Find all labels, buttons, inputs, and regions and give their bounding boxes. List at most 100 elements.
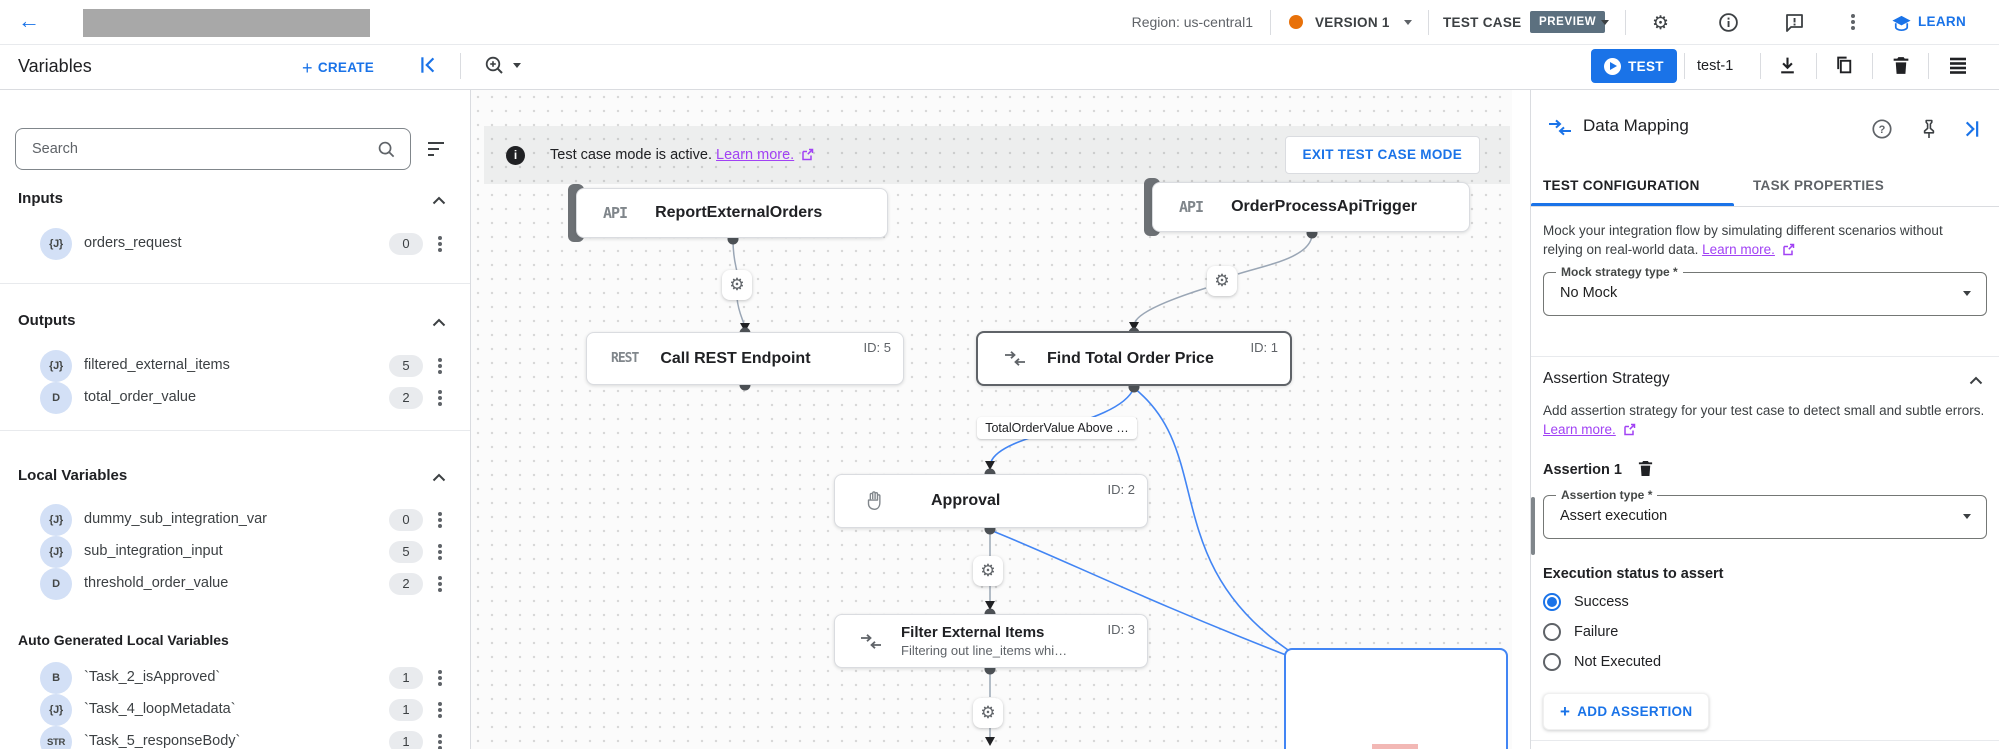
divider: [1684, 53, 1685, 79]
panel-scrollbar[interactable]: [1531, 497, 1535, 555]
help-icon[interactable]: ?: [1871, 118, 1893, 140]
more-options-icon[interactable]: [438, 740, 442, 744]
variable-row-total-order-value[interactable]: D total_order_value 2: [0, 382, 470, 414]
edge-settings-gear-icon[interactable]: ⚙: [973, 698, 1003, 728]
info-icon[interactable]: [1718, 12, 1739, 33]
assertion-type-select[interactable]: Assertion type * Assert execution: [1543, 488, 1987, 539]
create-variable-button[interactable]: +CREATE: [302, 58, 375, 78]
delete-assertion-icon[interactable]: [1637, 459, 1654, 478]
radio-button[interactable]: [1543, 653, 1561, 671]
feedback-icon[interactable]: [1784, 12, 1805, 33]
pin-icon[interactable]: [1919, 118, 1939, 140]
mock-strategy-select[interactable]: Mock strategy type * No Mock: [1543, 265, 1987, 316]
more-options-icon[interactable]: [438, 708, 442, 712]
edge-settings-gear-icon[interactable]: ⚙: [722, 270, 752, 300]
more-options-icon[interactable]: [438, 582, 442, 586]
api-trigger-icon: API: [603, 204, 628, 222]
variable-count-badge: 5: [389, 541, 423, 563]
learn-more-link[interactable]: Learn more.: [1543, 422, 1616, 437]
node-call-rest-endpoint[interactable]: REST Call REST Endpoint ID: 5: [586, 332, 904, 385]
radio-success[interactable]: Success: [1543, 593, 1629, 611]
version-status-dot: [1289, 15, 1303, 29]
variable-row-threshold-order-value[interactable]: D threshold_order_value 2: [0, 568, 470, 600]
node-approval[interactable]: Approval ID: 2: [834, 474, 1148, 528]
zoom-control-icon[interactable]: [483, 54, 507, 78]
plus-icon: +: [302, 58, 313, 78]
copy-icon[interactable]: [1834, 55, 1855, 76]
preview-badge: PREVIEW: [1530, 11, 1606, 33]
variable-row-filtered-external-items[interactable]: {J} filtered_external_items 5: [0, 350, 470, 382]
version-selector[interactable]: VERSION 1: [1315, 15, 1390, 30]
learn-more-link[interactable]: Learn more.: [1702, 242, 1775, 257]
api-trigger-icon: API: [1179, 198, 1204, 216]
json-type-icon: {J}: [40, 504, 72, 536]
radio-button-selected[interactable]: [1543, 593, 1561, 611]
exit-test-case-mode-button[interactable]: EXIT TEST CASE MODE: [1284, 136, 1480, 174]
variable-row-dummy-sub-integration-var[interactable]: {J} dummy_sub_integration_var 0: [0, 504, 470, 536]
more-options-icon[interactable]: [438, 364, 442, 368]
node-order-process-api-trigger[interactable]: API OrderProcessApiTrigger: [1152, 182, 1470, 232]
learn-more-link[interactable]: Learn more.: [716, 147, 795, 163]
radio-button[interactable]: [1543, 623, 1561, 641]
more-options-icon[interactable]: [438, 396, 442, 400]
node-report-external-orders[interactable]: API ReportExternalOrders: [576, 188, 888, 238]
download-icon[interactable]: [1777, 55, 1798, 76]
collapse-chevron-icon[interactable]: [432, 473, 446, 482]
collapse-chevron-icon[interactable]: [1969, 376, 1983, 385]
variable-row-task4-loopmetadata[interactable]: {J} `Task_4_loopMetadata` 1: [0, 694, 470, 726]
selected-flow-region[interactable]: [1284, 648, 1508, 749]
collapse-panel-right-icon[interactable]: [1959, 118, 1981, 140]
sort-icon[interactable]: [426, 139, 448, 159]
json-type-icon: {J}: [40, 694, 72, 726]
collapse-chevron-icon[interactable]: [432, 318, 446, 327]
collapse-chevron-icon[interactable]: [432, 196, 446, 205]
radio-failure[interactable]: Failure: [1543, 623, 1618, 641]
delete-trash-icon[interactable]: [1891, 55, 1911, 76]
node-subtitle: Filtering out line_items whi…: [901, 643, 1068, 658]
back-arrow-icon[interactable]: ←: [18, 8, 40, 33]
external-link-icon: [1623, 423, 1635, 436]
more-options-icon[interactable]: [1851, 20, 1855, 24]
more-options-icon[interactable]: [438, 518, 442, 522]
edge-condition-label[interactable]: TotalOrderValue Above …: [977, 417, 1137, 439]
edge-settings-gear-icon[interactable]: ⚙: [973, 556, 1003, 586]
radio-not-executed[interactable]: Not Executed: [1543, 653, 1661, 671]
divider: [0, 430, 470, 431]
variable-row-task2-isapproved[interactable]: B `Task_2_isApproved` 1: [0, 662, 470, 694]
chevron-down-icon[interactable]: [1404, 20, 1412, 25]
learn-button[interactable]: LEARN: [1918, 14, 1966, 29]
node-filter-external-items[interactable]: Filter External Items Filtering out line…: [834, 614, 1148, 668]
variable-row-sub-integration-input[interactable]: {J} sub_integration_input 5: [0, 536, 470, 568]
chevron-down-icon[interactable]: [1601, 20, 1609, 25]
variable-row-task5-responsebody[interactable]: STR `Task_5_responseBody` 1: [0, 726, 470, 749]
variable-search[interactable]: [15, 128, 411, 170]
run-test-button[interactable]: TEST: [1591, 49, 1677, 83]
search-input[interactable]: [32, 141, 367, 157]
error-node-fragment: [1372, 744, 1418, 749]
variable-count-badge: 0: [389, 509, 423, 531]
variable-name: threshold_order_value: [84, 575, 229, 591]
divider: [1760, 53, 1761, 79]
edge-settings-gear-icon[interactable]: ⚙: [1207, 266, 1237, 296]
sidebar-divider: [470, 90, 471, 749]
tab-test-configuration[interactable]: TEST CONFIGURATION: [1543, 178, 1700, 193]
more-options-icon[interactable]: [438, 550, 442, 554]
double-type-icon: D: [40, 568, 72, 600]
node-find-total-order-price[interactable]: Find Total Order Price ID: 1: [976, 331, 1292, 386]
search-icon: [378, 141, 395, 157]
more-options-icon[interactable]: [438, 676, 442, 680]
section-outputs: Outputs: [18, 312, 76, 329]
panel-title: Data Mapping: [1583, 116, 1689, 135]
field-label: Mock strategy type *: [1556, 265, 1683, 279]
variable-row-orders-request[interactable]: {J} orders_request 0: [0, 228, 470, 260]
external-link-icon: [1782, 243, 1794, 256]
collapse-panel-left-icon[interactable]: [418, 54, 440, 76]
tab-task-properties[interactable]: TASK PROPERTIES: [1753, 178, 1885, 193]
add-assertion-button[interactable]: +ADD ASSERTION: [1543, 693, 1710, 730]
node-title: OrderProcessApiTrigger: [1231, 198, 1417, 215]
more-options-icon[interactable]: [438, 242, 442, 246]
log-list-icon[interactable]: [1948, 56, 1968, 75]
settings-gear-icon[interactable]: ⚙: [1652, 13, 1670, 34]
zoom-dropdown-caret[interactable]: [513, 63, 521, 68]
divider: [1531, 206, 1999, 207]
